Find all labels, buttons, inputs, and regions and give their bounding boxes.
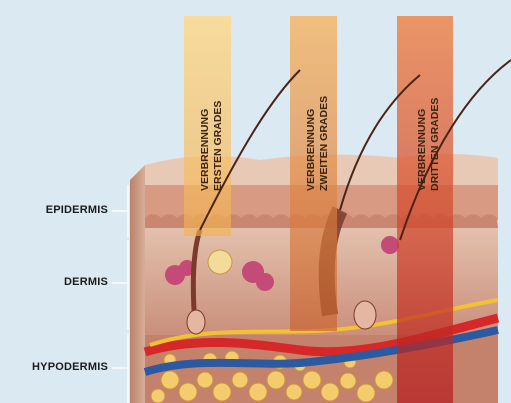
label-hypodermis: HYPODERMIS	[6, 361, 108, 373]
label-epidermis: EPIDERMIS	[6, 204, 108, 216]
burn-3-line1: VERBRENNUNG	[416, 26, 429, 191]
label-dermis: DERMIS	[6, 276, 108, 288]
burn-2-line2: ZWEITEN GRADES	[318, 26, 331, 191]
burn-1-line1: VERBRENNUNG	[199, 26, 212, 191]
burn-3-line2: DRITTEN GRADES	[429, 26, 442, 191]
burn-1-line2: ERSTEN GRADES	[212, 26, 225, 191]
layer-brackets	[112, 185, 128, 403]
burn-2-line1: VERBRENNUNG	[305, 26, 318, 191]
block-side-face	[130, 165, 145, 403]
